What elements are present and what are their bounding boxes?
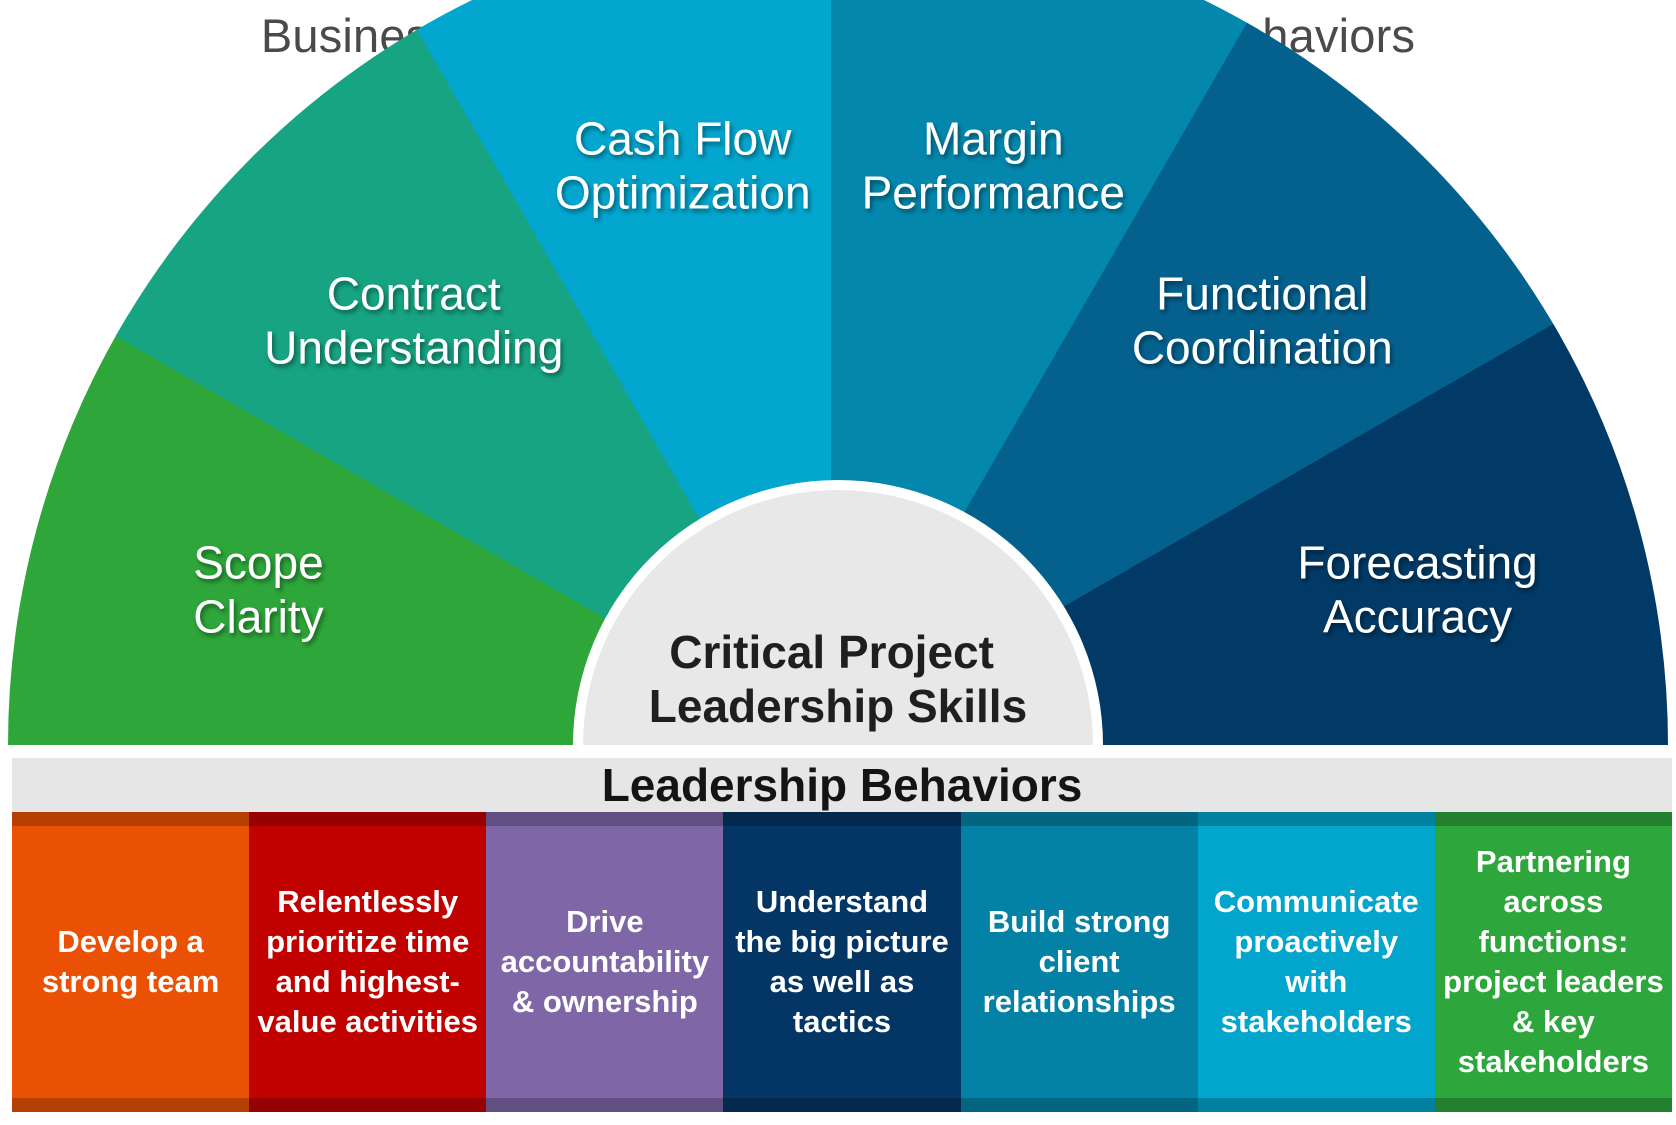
behavior-text: Partnering across functions: project lea… bbox=[1443, 844, 1664, 1079]
center-label: Critical Project Leadership Skills bbox=[649, 626, 1027, 732]
fan-base-gap bbox=[0, 745, 1676, 760]
segment-label-line-2: Performance bbox=[862, 166, 1125, 218]
segment-label-line-1: Functional bbox=[1156, 268, 1368, 320]
behaviors-row: Develop a strong team Relentlessly prior… bbox=[12, 812, 1673, 1112]
center-semicircle-fill bbox=[583, 490, 1093, 745]
center-label-line-2: Leadership Skills bbox=[649, 680, 1027, 732]
segment-label-line-2: Coordination bbox=[1132, 322, 1393, 374]
behavior-box-prioritize: Relentlessly prioritize time and highest… bbox=[249, 812, 487, 1112]
behavior-text: Understand the big picture as well as ta… bbox=[735, 884, 949, 1039]
behavior-box-develop-team: Develop a strong team bbox=[12, 812, 250, 1112]
behavior-box-communicate: Communicate proactively with stakeholder… bbox=[1197, 812, 1435, 1112]
center-label-line-1: Critical Project bbox=[669, 626, 994, 678]
segment-label-line-1: Margin bbox=[923, 112, 1064, 164]
segment-label-line-1: Contract bbox=[327, 268, 501, 320]
behavior-text: Communicate proactively with stakeholder… bbox=[1213, 884, 1419, 1039]
behavior-text: Build strong client relationships bbox=[982, 904, 1176, 1019]
behavior-text: Drive accountability & ownership bbox=[500, 904, 710, 1019]
segment-label-line-1: Forecasting bbox=[1297, 537, 1537, 589]
behavior-box-accountability: Drive accountability & ownership bbox=[486, 812, 724, 1112]
behavior-text: Relentlessly prioritize time and highest… bbox=[257, 884, 478, 1039]
segment-label-line-2: Clarity bbox=[193, 591, 323, 643]
behavior-box-client-relationships: Build strong client relationships bbox=[960, 812, 1198, 1112]
behavior-box-big-picture: Understand the big picture as well as ta… bbox=[723, 812, 961, 1112]
segment-label-line-1: Cash Flow bbox=[574, 112, 792, 164]
segment-label-line-2: Optimization bbox=[555, 166, 811, 218]
behavior-text: Develop a strong team bbox=[41, 924, 220, 999]
behavior-box-partnering: Partnering across functions: project lea… bbox=[1434, 812, 1673, 1112]
leadership-behaviors-heading: Leadership Behaviors bbox=[12, 758, 1672, 812]
segment-label-line-2: Accuracy bbox=[1323, 591, 1512, 643]
segment-label-line-1: Scope bbox=[193, 537, 323, 589]
segment-label-line-2: Understanding bbox=[264, 322, 563, 374]
